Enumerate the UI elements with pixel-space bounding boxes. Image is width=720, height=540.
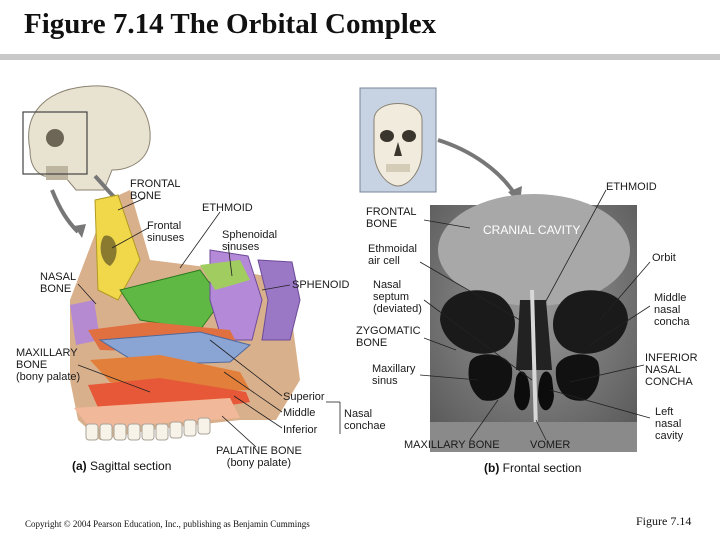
caption-sagittal-letter: (a): [72, 459, 87, 473]
caption-sagittal: (a) Sagittal section: [72, 459, 171, 473]
caption-frontal-text: Frontal section: [502, 461, 582, 475]
skull-lateral-thumbnail: [22, 85, 151, 191]
sagittal-section-illustration: [70, 190, 341, 448]
caption-frontal: (b) Frontal section: [484, 461, 581, 475]
label-nasal-bone: NASAL BONE: [40, 271, 77, 295]
label-frontal-bone: FRONTAL BONE: [130, 178, 181, 202]
label-middle-concha: Middle: [283, 407, 316, 419]
page-title: Figure 7.14 The Orbital Complex: [24, 8, 437, 40]
label-palatine-bone: PALATINE BONE (bony palate): [216, 445, 302, 469]
label-maxillary-bone-sagittal: MAXILLARY BONE (bony palate): [16, 347, 81, 383]
label-zygomatic-bone: ZYGOMATIC BONE: [356, 325, 421, 349]
caption-frontal-letter: (b): [484, 461, 500, 475]
skull-frontal-thumbnail: [359, 87, 437, 193]
label-cranial-cavity: CRANIAL CAVITY: [483, 223, 581, 237]
label-maxillary-sinus: Maxillary sinus: [372, 363, 416, 387]
label-nasal-conchae: Nasal conchae: [344, 408, 386, 432]
label-nasal-septum: Nasal septum (deviated): [373, 279, 422, 315]
label-inferior-nasal-concha: INFERIOR NASAL CONCHA: [645, 352, 698, 388]
label-frontal-sinuses: Frontal sinuses: [147, 220, 185, 244]
figure-reference: Figure 7.14: [636, 514, 692, 528]
title-divider: [0, 54, 720, 60]
label-left-nasal-cavity: Left nasal cavity: [655, 406, 684, 442]
label-vomer: VOMER: [530, 439, 571, 451]
copyright-text: Copyright © 2004 Pearson Education, Inc.…: [25, 519, 310, 529]
label-ethmoidal-air-cell: Ethmoidal air cell: [368, 243, 417, 267]
label-frontal-bone-frontal: FRONTAL BONE: [366, 206, 417, 230]
label-superior-concha: Superior: [283, 391, 325, 403]
label-sphenoidal-sinuses: Sphenoidal sinuses: [222, 229, 278, 253]
caption-sagittal-text: Sagittal section: [90, 459, 172, 473]
label-sphenoid: SPHENOID: [292, 279, 350, 291]
label-ethmoid: ETHMOID: [202, 202, 253, 214]
label-maxillary-bone-frontal: MAXILLARY BONE: [404, 439, 500, 451]
label-middle-nasal-concha: Middle nasal concha: [654, 292, 690, 328]
label-ethmoid-frontal: ETHMOID: [606, 181, 657, 193]
frontal-ct-section: [419, 189, 651, 452]
label-orbit: Orbit: [652, 252, 676, 264]
label-inferior-concha: Inferior: [283, 424, 318, 436]
